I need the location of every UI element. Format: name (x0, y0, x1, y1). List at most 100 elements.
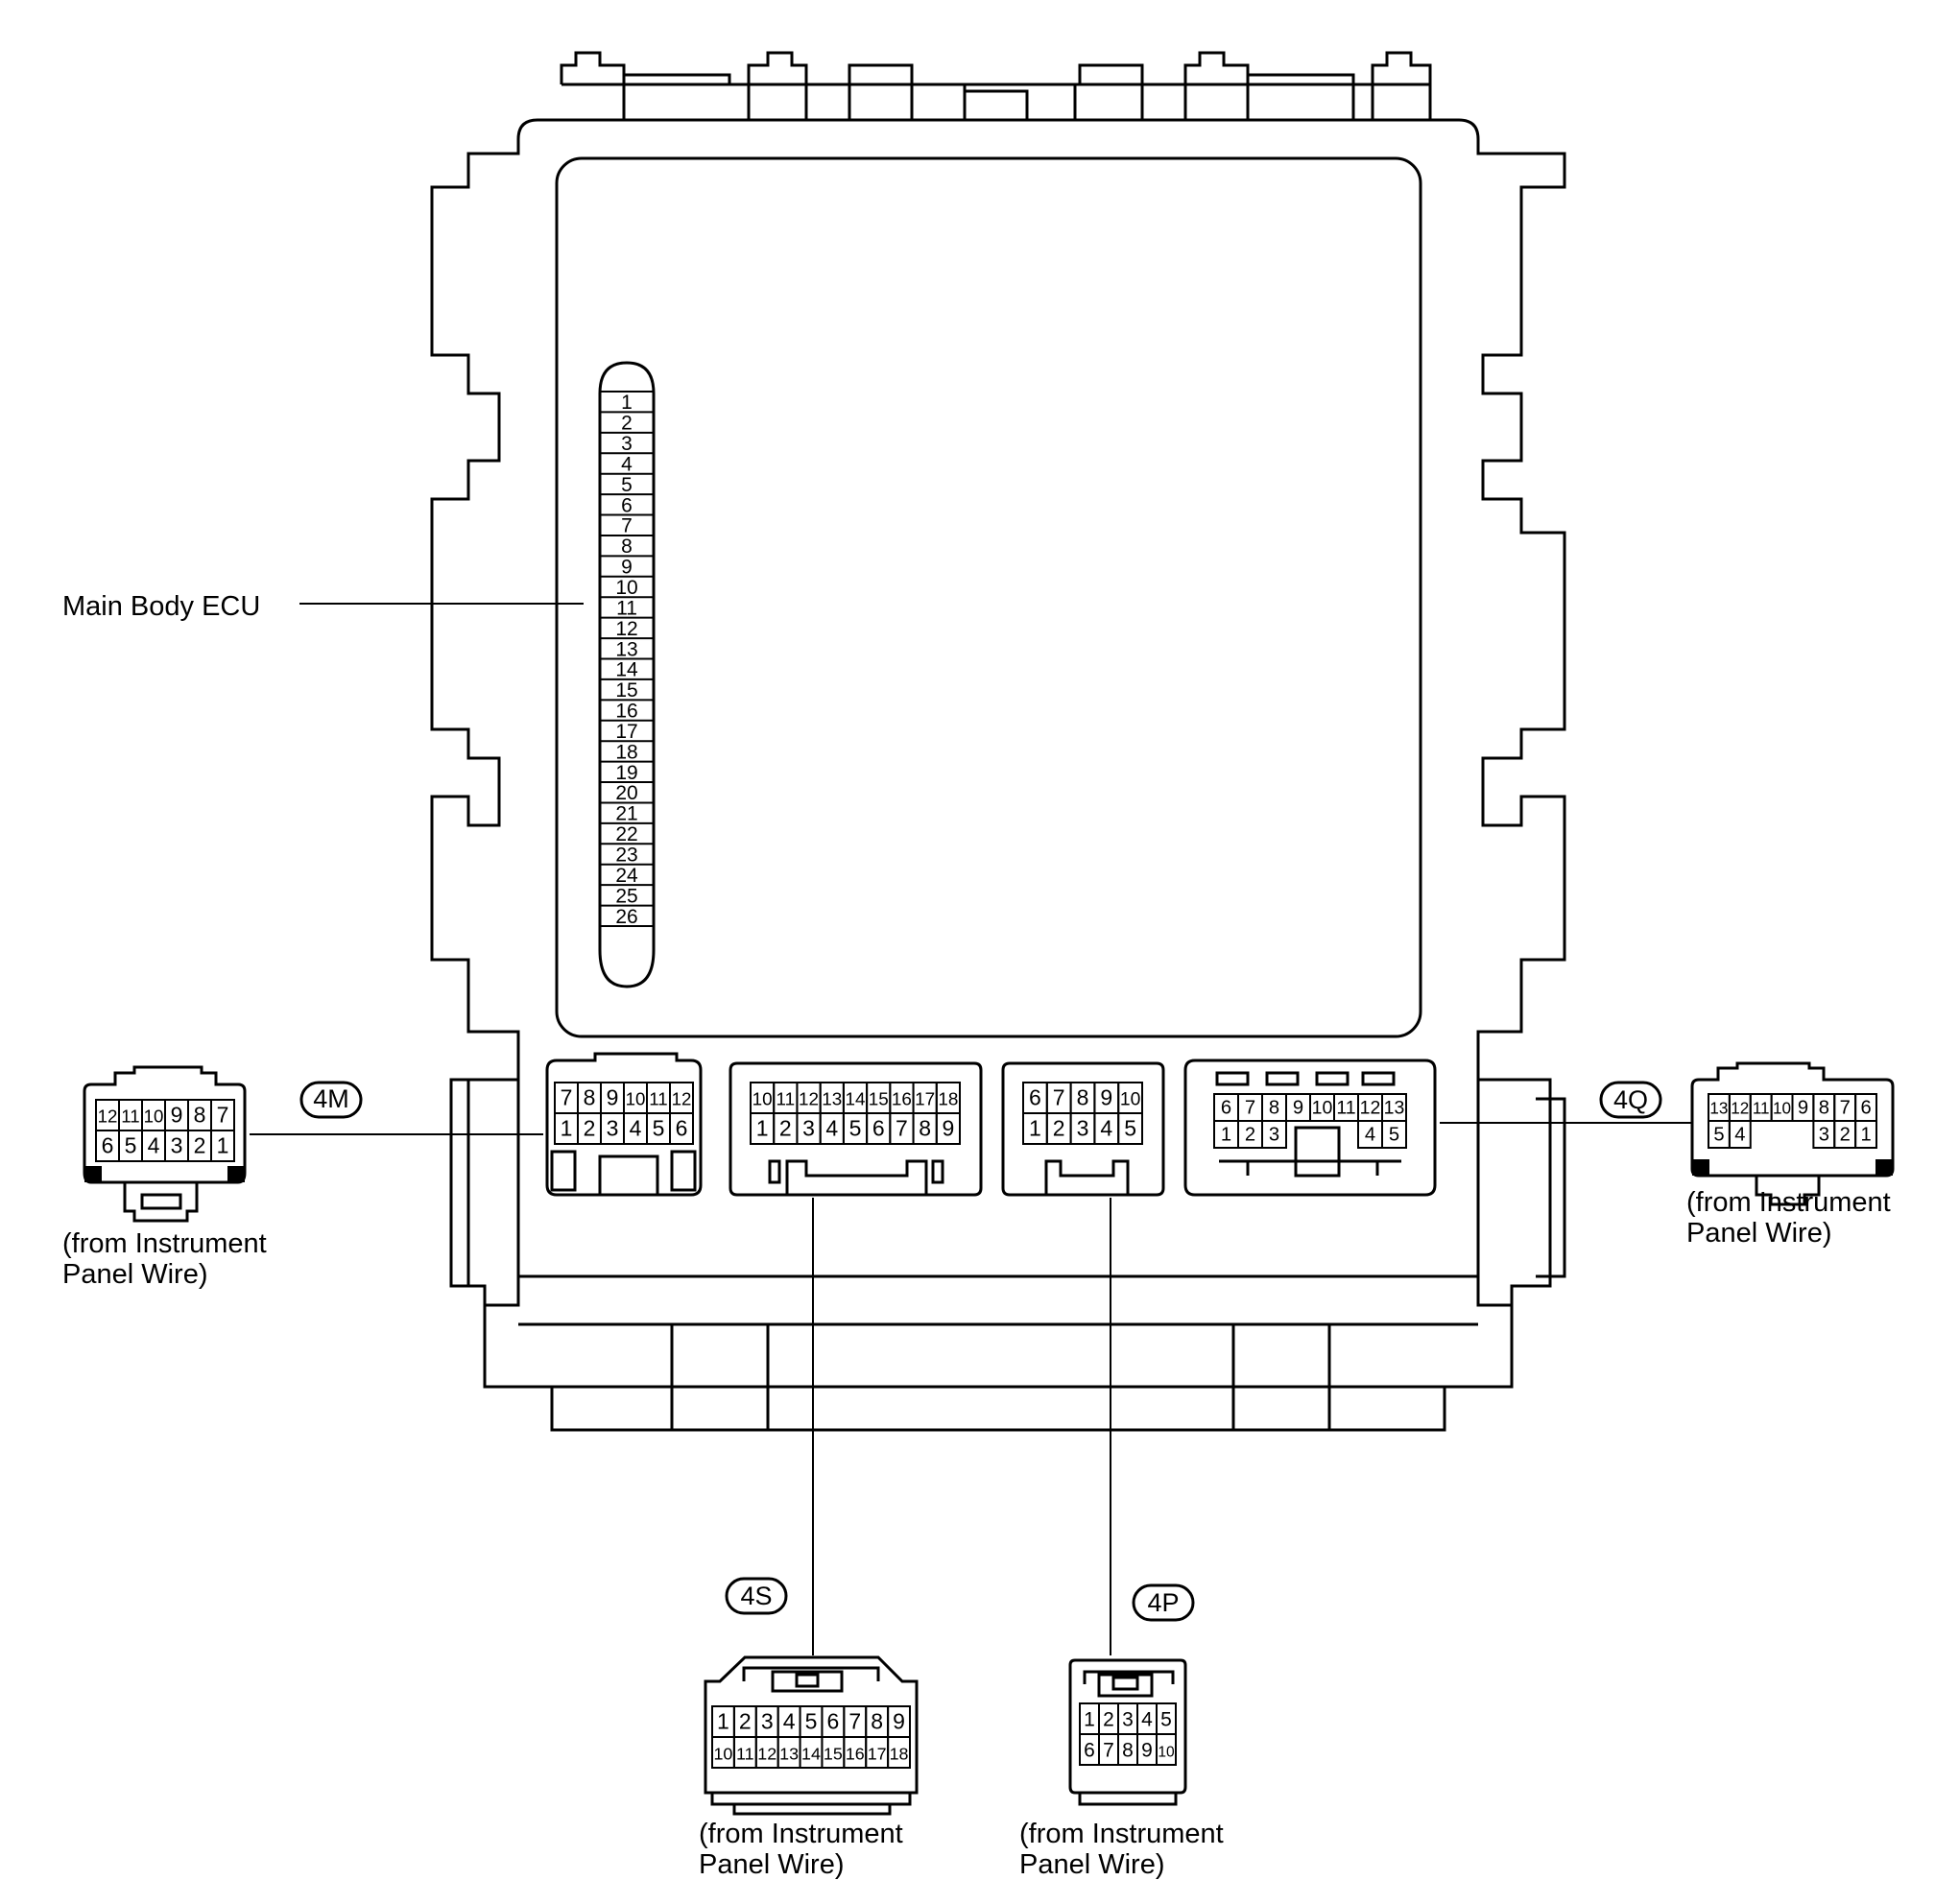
terminal-number: 2 (1103, 1709, 1114, 1731)
terminal-cell (1117, 1112, 1143, 1145)
terminal-number: 4 (1734, 1125, 1745, 1146)
fuse-number: 21 (615, 803, 637, 825)
terminal-number: 7 (848, 1709, 861, 1734)
terminal-number: 8 (194, 1103, 206, 1128)
fuse-number: 1 (621, 392, 633, 414)
fuse-number: 24 (615, 865, 638, 887)
note-4p-line1: (from Instrument (1019, 1819, 1224, 1849)
terminal-number: 11 (1336, 1098, 1355, 1119)
plug-4m-housing (83, 1065, 247, 1223)
fuse-number: 13 (615, 638, 637, 660)
terminal-number: 1 (1221, 1125, 1231, 1146)
terminal-number: 18 (938, 1090, 958, 1110)
terminal-number: 1 (561, 1116, 573, 1141)
fuse-column: 1234567891011121314151617181920212223242… (598, 361, 656, 988)
terminal-cell (1156, 1733, 1177, 1766)
fuse-number: 7 (621, 515, 633, 537)
terminal-number: 15 (824, 1745, 843, 1764)
badge-4m: 4M (299, 1081, 363, 1119)
badge-4m-text: 4M (313, 1084, 349, 1113)
terminal-number: 5 (1389, 1125, 1399, 1146)
terminal-number: 3 (171, 1133, 183, 1158)
note-4m-line2: Panel Wire) (62, 1259, 208, 1290)
terminal-number: 1 (1860, 1125, 1871, 1146)
terminal-number: 7 (1840, 1098, 1851, 1119)
terminal-number: 12 (1360, 1098, 1381, 1119)
main-body-ecu-label-group: Main Body ECU (62, 591, 584, 622)
note-4q-line1: (from Instrument (1686, 1187, 1891, 1218)
terminal-number: 8 (1269, 1098, 1279, 1119)
fuse-number: 2 (621, 413, 633, 435)
terminal-number: 12 (757, 1745, 776, 1764)
terminal-number: 13 (1709, 1100, 1728, 1118)
main-body-ecu-label: Main Body ECU (62, 591, 260, 622)
terminal-number: 3 (1122, 1709, 1134, 1731)
terminal-number: 4 (1141, 1709, 1153, 1731)
terminal-number: 7 (561, 1085, 573, 1110)
terminal-number: 10 (1773, 1100, 1791, 1118)
terminal-number: 9 (1141, 1740, 1153, 1762)
terminal-cell (1381, 1120, 1407, 1149)
terminal-number: 6 (1084, 1740, 1095, 1762)
terminal-number: 12 (799, 1090, 819, 1110)
badge-4q-text: 4Q (1613, 1085, 1648, 1114)
terminal-number: 13 (1384, 1098, 1405, 1119)
terminal-number: 5 (1160, 1709, 1172, 1731)
terminal-number: 15 (869, 1090, 889, 1110)
terminal-number: 1 (756, 1116, 769, 1141)
terminal-number: 2 (779, 1116, 792, 1141)
terminal-number: 2 (1053, 1116, 1065, 1141)
terminal-cell (669, 1112, 694, 1145)
receptacle-4p-housing (1001, 1061, 1165, 1197)
fuse-number: 20 (615, 782, 637, 804)
badge-4p: 4P (1132, 1583, 1195, 1622)
terminal-number: 3 (607, 1116, 619, 1141)
terminal-number: 3 (761, 1709, 774, 1734)
terminal-number: 8 (1122, 1740, 1134, 1762)
terminal-number: 10 (713, 1745, 732, 1764)
terminal-number: 9 (942, 1116, 954, 1141)
terminal-cell (887, 1736, 911, 1769)
terminal-number: 9 (1100, 1085, 1112, 1110)
fuse-number: 15 (615, 679, 637, 702)
terminal-number: 6 (872, 1116, 885, 1141)
terminal-number: 4 (630, 1116, 642, 1141)
badge-4p-text: 4P (1147, 1588, 1179, 1617)
terminal-number: 2 (739, 1709, 752, 1734)
ecu-receptacles (545, 1052, 1437, 1197)
terminal-number: 9 (607, 1085, 619, 1110)
terminal-number: 1 (217, 1133, 229, 1158)
terminal-number: 5 (1713, 1125, 1724, 1146)
terminal-number: 2 (194, 1133, 206, 1158)
terminal-number: 17 (868, 1745, 887, 1764)
fuse-number: 25 (615, 885, 637, 907)
badge-4s-text: 4S (740, 1582, 772, 1610)
terminal-number: 3 (1819, 1125, 1829, 1146)
terminal-number: 5 (1124, 1116, 1136, 1141)
fuse-number: 18 (615, 741, 637, 763)
terminal-cell (1854, 1120, 1877, 1149)
fuse-number: 5 (621, 474, 633, 496)
terminal-number: 6 (1860, 1098, 1871, 1119)
badge-4q: 4Q (1599, 1081, 1662, 1119)
fuse-number: 9 (621, 557, 633, 579)
terminal-number: 16 (846, 1745, 865, 1764)
terminal-number: 4 (1100, 1116, 1112, 1141)
terminal-number: 10 (1120, 1090, 1140, 1110)
terminal-number: 9 (171, 1103, 183, 1128)
fuse-number: 14 (615, 659, 638, 681)
terminal-number: 10 (1312, 1098, 1333, 1119)
terminal-number: 4 (783, 1709, 796, 1734)
terminal-number: 7 (896, 1116, 908, 1141)
fuse-number: 16 (615, 701, 637, 723)
ecu-housing (430, 51, 1566, 1432)
terminal-number: 8 (1077, 1085, 1089, 1110)
terminal-number: 11 (736, 1745, 754, 1764)
terminal-number: 14 (801, 1745, 821, 1764)
